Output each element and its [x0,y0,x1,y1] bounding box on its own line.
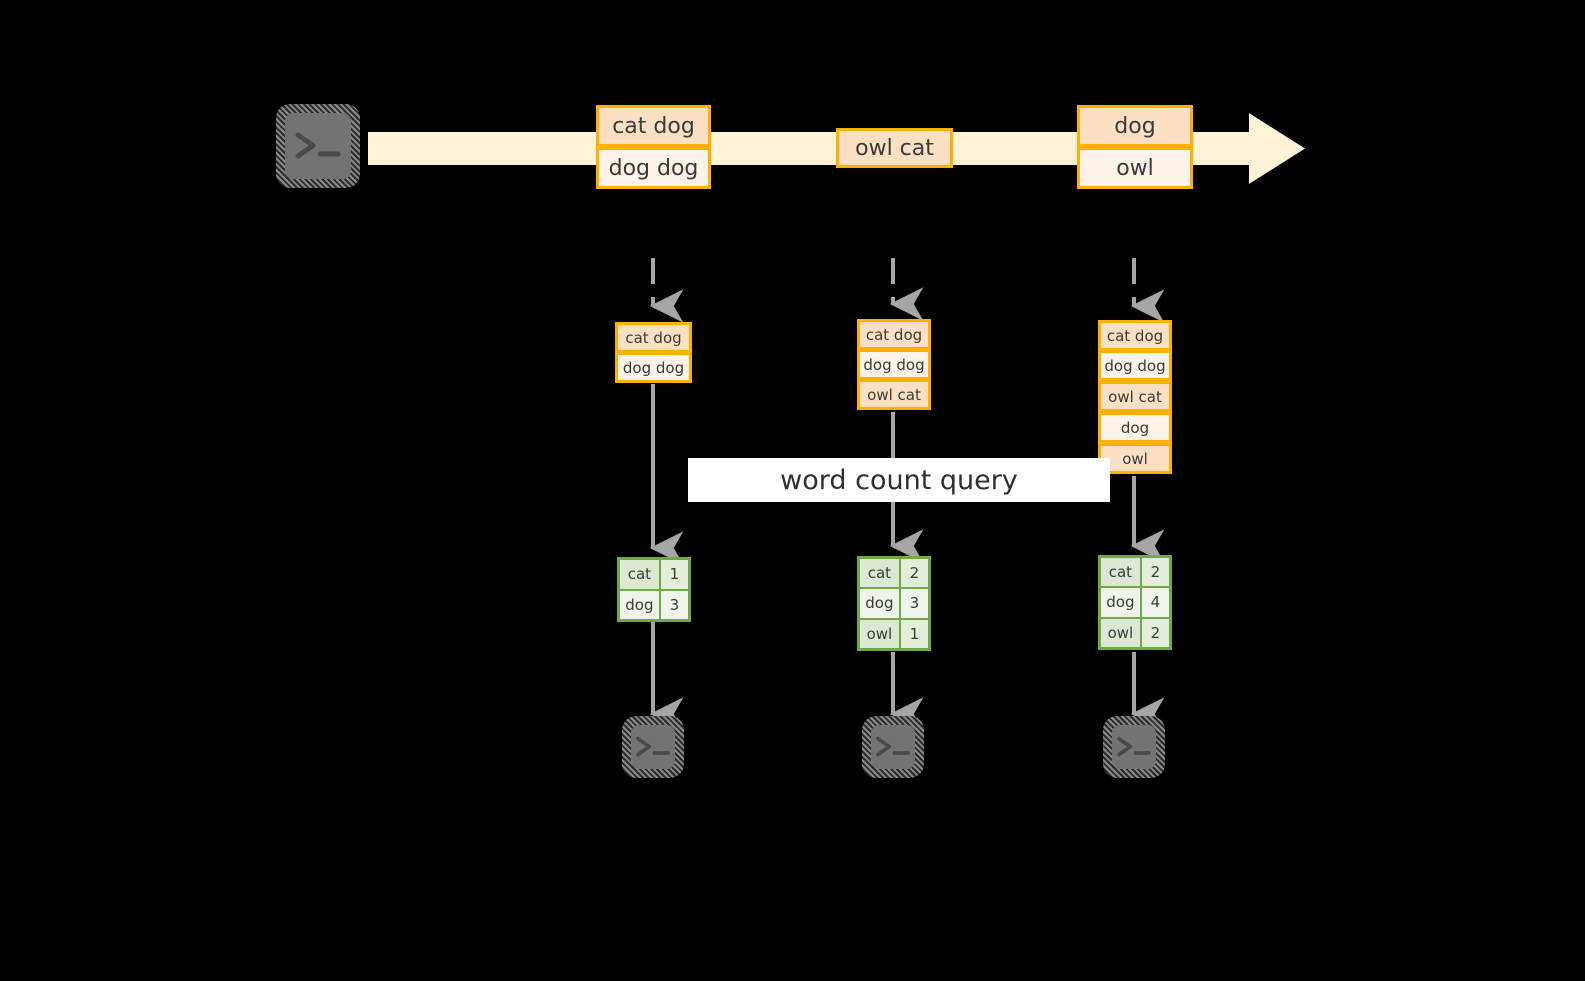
accumulated-event-row[interactable]: dog [1098,412,1172,443]
trigger-tap-connectors [649,258,1165,323]
stream-event-box[interactable]: cat dog [596,105,711,147]
result-count: 1 [900,619,928,648]
result-word: dog [1101,588,1142,617]
accumulated-event-row[interactable]: owl cat [857,379,931,410]
terminal-prompt-glyph [285,113,351,179]
table-row[interactable]: cat 2 [1101,558,1169,589]
sink-terminal-icon [862,716,924,778]
terminal-prompt-glyph [631,725,675,769]
terminal-face [871,725,915,769]
sink-terminal-icon [1103,716,1165,778]
terminal-prompt-glyph [871,725,915,769]
result-table[interactable]: cat 2 dog 3 owl 1 [857,556,931,651]
result-word: owl [860,619,901,648]
accumulated-event-row[interactable]: dog dog [615,352,692,383]
result-word: cat [1101,558,1142,587]
query-label: word count query [688,458,1110,502]
result-count: 2 [1141,558,1169,587]
sink-terminal-icon [622,716,684,778]
table-row[interactable]: dog 3 [620,590,688,619]
source-terminal-icon [276,104,360,188]
terminal-face [631,725,675,769]
table-row[interactable]: owl 1 [860,619,928,648]
result-word: dog [860,589,901,618]
result-count: 2 [1141,618,1169,647]
result-count: 2 [900,559,928,588]
result-word: owl [1101,618,1142,647]
stream-event-box[interactable]: dog dog [596,147,711,189]
accumulated-event-row[interactable]: dog dog [857,349,931,380]
accumulated-event-row[interactable]: cat dog [615,322,692,353]
result-count: 4 [1141,588,1169,617]
table-row[interactable]: dog 4 [1101,588,1169,619]
terminal-face [285,113,351,179]
table-row[interactable]: owl 2 [1101,618,1169,647]
table-row[interactable]: cat 2 [860,559,928,590]
accumulated-event-row[interactable]: dog dog [1098,350,1172,381]
result-table[interactable]: cat 1 dog 3 [617,557,691,622]
result-word: dog [620,590,661,619]
result-word: cat [860,559,901,588]
result-table[interactable]: cat 2 dog 4 owl 2 [1098,555,1172,650]
result-count: 1 [660,560,688,589]
terminal-face [1112,725,1156,769]
table-row[interactable]: cat 1 [620,560,688,591]
stream-event-box[interactable]: dog [1077,105,1193,147]
terminal-prompt-glyph [1112,725,1156,769]
accumulated-event-row[interactable]: cat dog [857,319,931,350]
stream-event-box[interactable]: owl cat [836,128,953,168]
result-word: cat [620,560,661,589]
stream-event-box[interactable]: owl [1077,147,1193,189]
result-count: 3 [900,589,928,618]
accumulated-event-row[interactable]: owl cat [1098,381,1172,412]
table-row[interactable]: dog 3 [860,589,928,620]
sink-connectors [649,622,1165,731]
accumulated-event-row[interactable]: owl [1098,443,1172,474]
accumulated-event-row[interactable]: cat dog [1098,320,1172,351]
result-count: 3 [660,590,688,619]
